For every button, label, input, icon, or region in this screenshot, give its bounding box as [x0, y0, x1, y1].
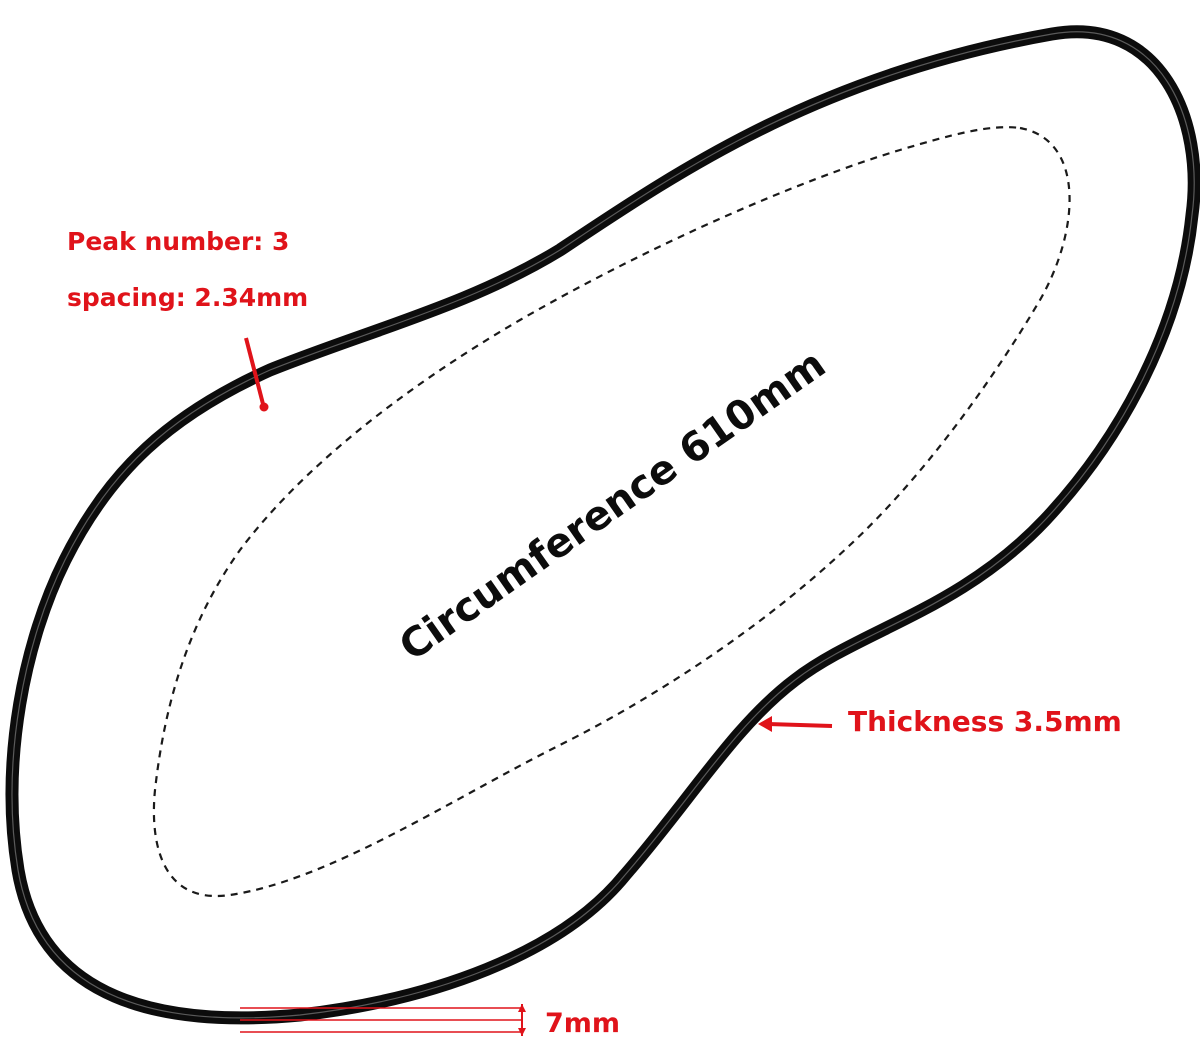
spacing-label: spacing: 2.34mm [67, 283, 308, 312]
spacing-pointer-line [244, 337, 265, 405]
circumference-label: Circumference 610mm [391, 341, 834, 670]
inner-dashed-outline [152, 126, 1071, 898]
thickness-label: Thickness 3.5mm [848, 705, 1122, 738]
thickness-pointer-line [767, 722, 833, 728]
peak-number-label: Peak number: 3 [67, 227, 289, 256]
spacing-pointer-dot [259, 402, 269, 412]
belt [5, 25, 1200, 1025]
width-label: 7mm [545, 1008, 620, 1039]
thickness-arrow-head [758, 716, 772, 732]
width-dimension-marker [240, 1004, 526, 1036]
belt-rib-line [11, 31, 1195, 1019]
